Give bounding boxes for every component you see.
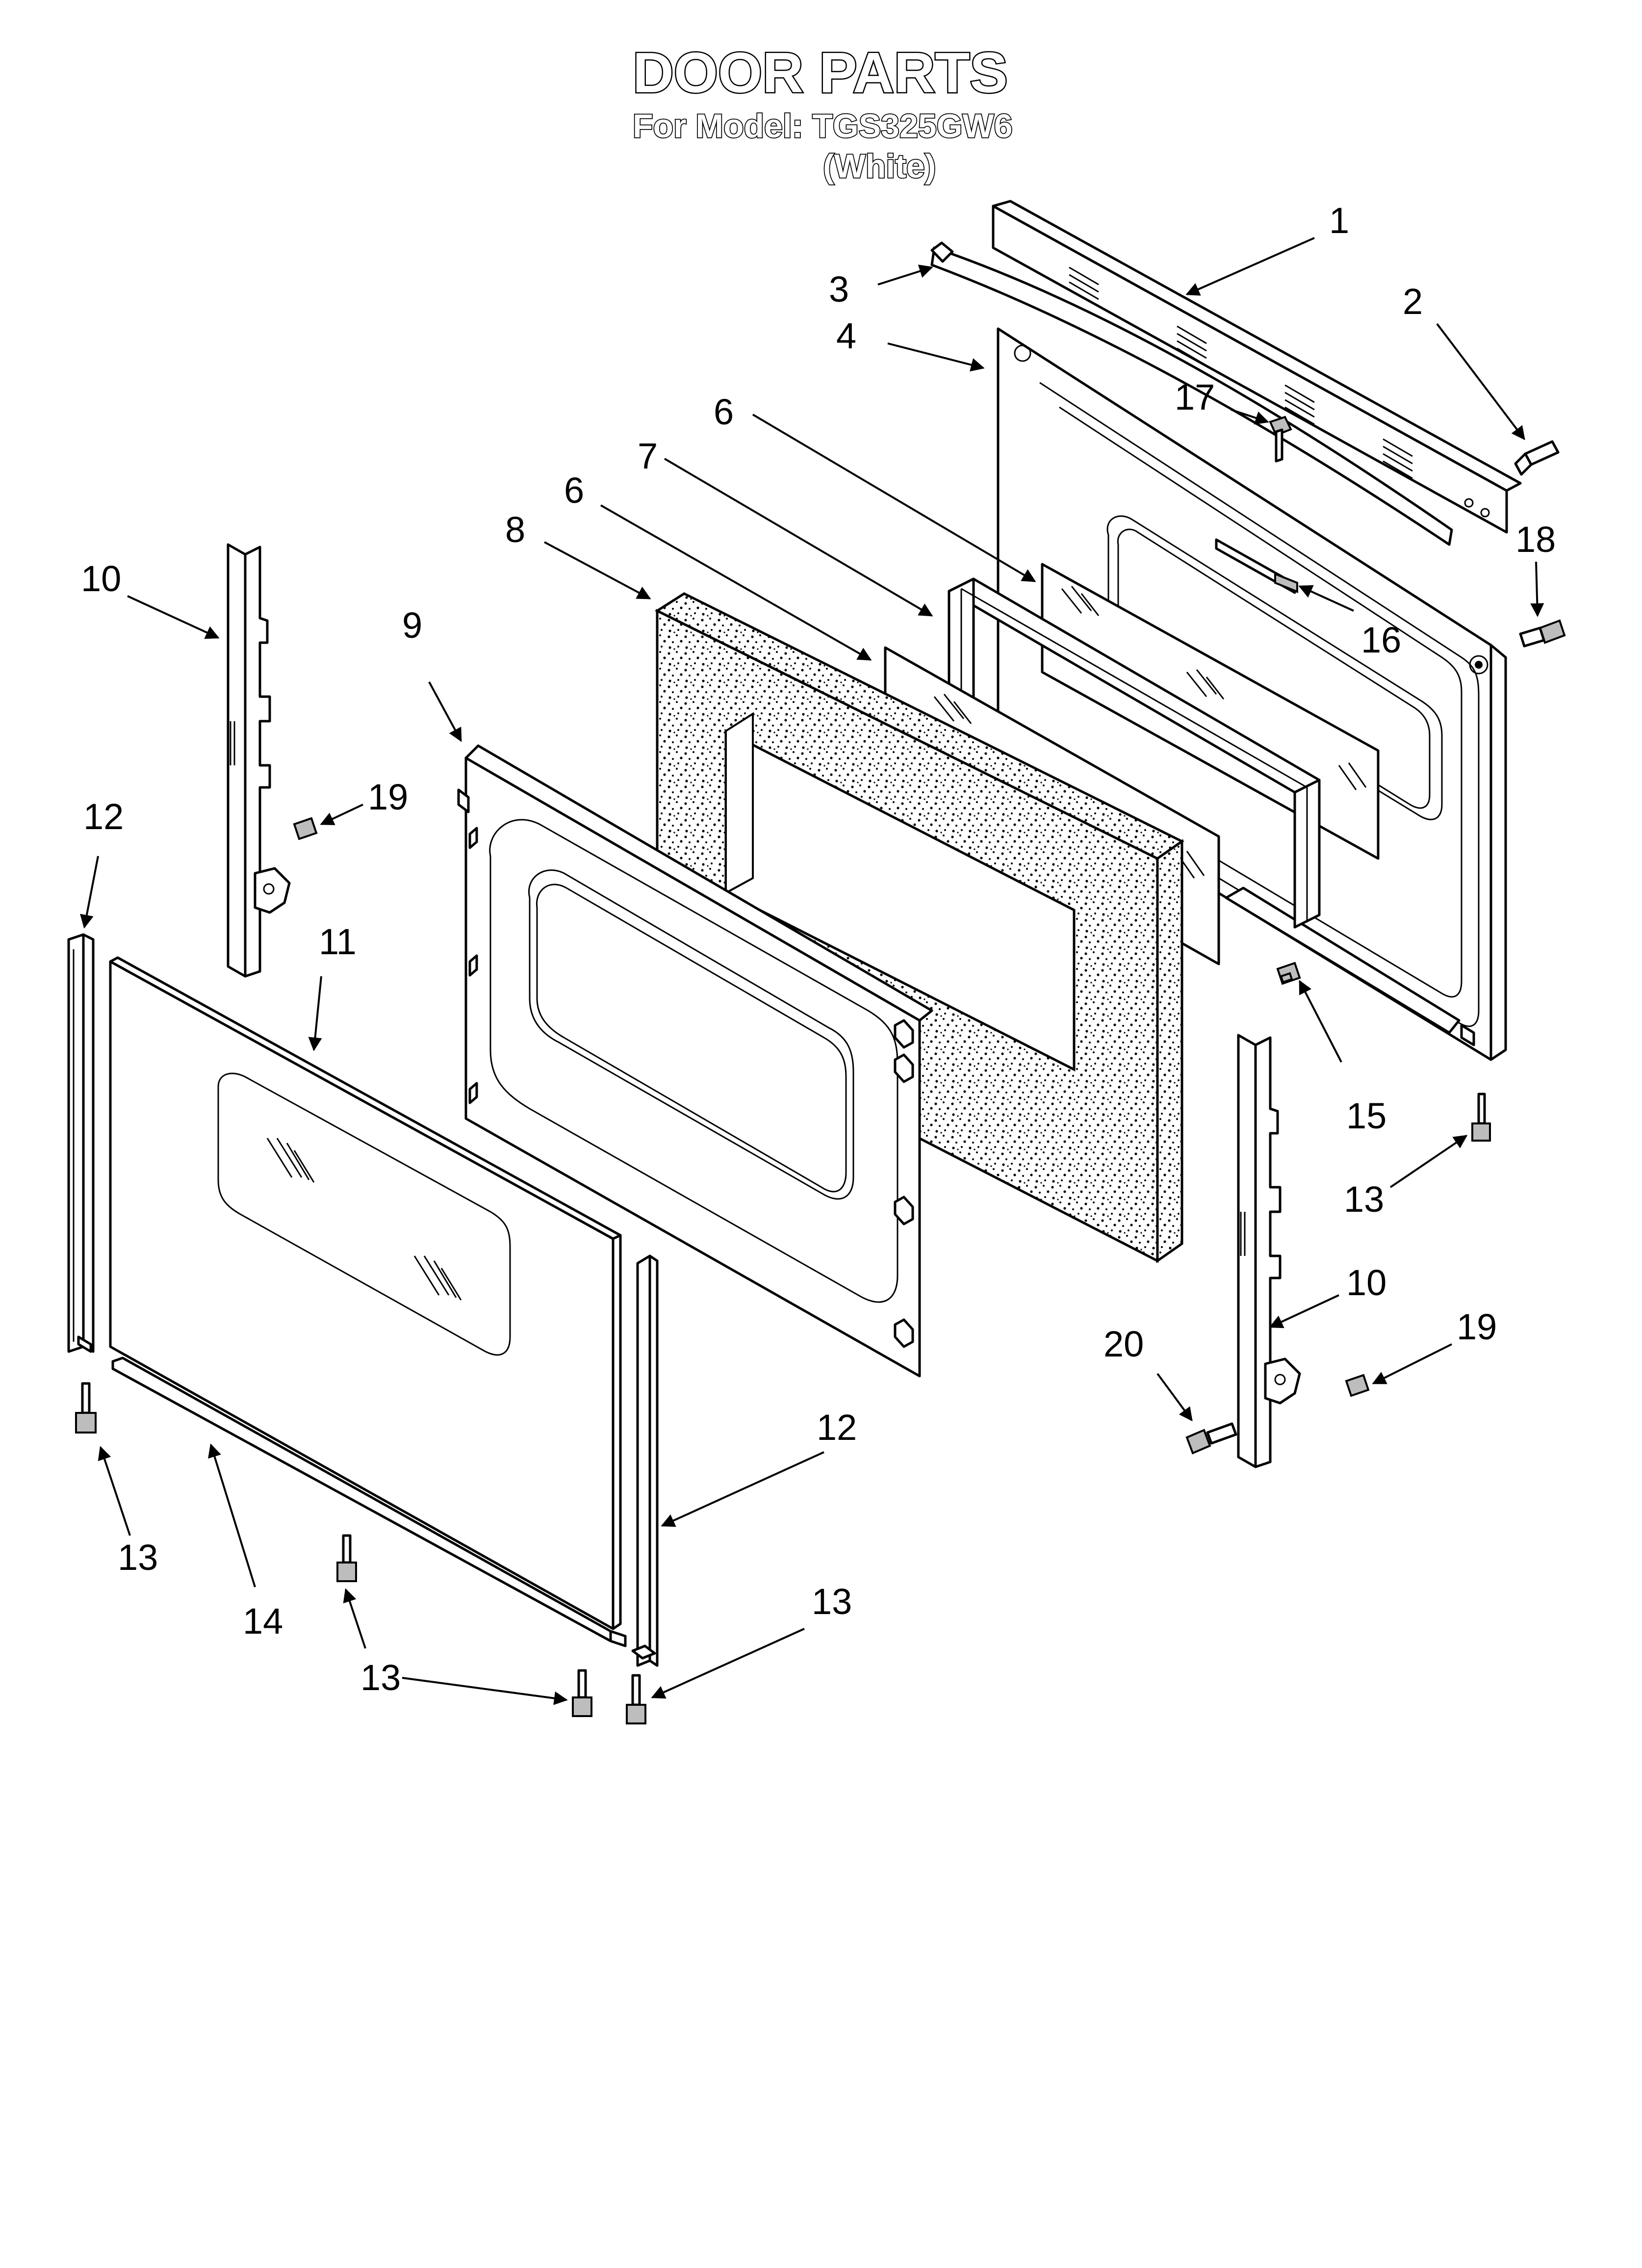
part-19-clip-right xyxy=(1345,1374,1370,1397)
part-9-inner-door-panel xyxy=(457,744,933,1378)
callout-13-bottom-right: 13 xyxy=(812,1581,852,1622)
callout-13-upper-right: 13 xyxy=(1344,1179,1384,1220)
part-2-screw xyxy=(1514,440,1560,476)
part-13-screw-left xyxy=(75,1382,97,1434)
part-19-clip-left xyxy=(293,817,318,840)
callout-18: 18 xyxy=(1515,519,1556,560)
callout-13-center: 13 xyxy=(360,1657,401,1698)
callout-10-right: 10 xyxy=(1346,1262,1386,1303)
callout-6-rear: 6 xyxy=(714,391,734,432)
callout-16: 16 xyxy=(1361,620,1401,660)
part-13-screw-bottom-right xyxy=(626,1674,646,1724)
callout-8: 8 xyxy=(505,509,525,550)
page-title: DOOR PARTS xyxy=(633,41,1008,104)
part-20-screw xyxy=(1185,1422,1237,1455)
part-10-right-hinge-channel xyxy=(1237,1034,1301,1468)
part-13-screw-upper-right xyxy=(1471,1093,1491,1142)
part-14-bottom-trim xyxy=(111,1356,627,1647)
part-3-handle xyxy=(930,241,1453,546)
part-1-top-vent-trim xyxy=(992,200,1522,534)
callout-6-front: 6 xyxy=(564,470,584,511)
part-10-left-hinge-channel xyxy=(227,543,291,978)
callout-2: 2 xyxy=(1403,281,1423,322)
callout-1: 1 xyxy=(1329,200,1349,241)
part-11-outer-door-glass xyxy=(109,956,622,1630)
part-12-left-side-trim xyxy=(67,933,95,1353)
callout-15: 15 xyxy=(1346,1095,1386,1136)
callout-10-left: 10 xyxy=(81,558,121,599)
callout-13-left: 13 xyxy=(118,1537,158,1578)
model-line: For Model: TGS325GW6 xyxy=(633,107,1013,145)
callout-19-right: 19 xyxy=(1457,1306,1497,1347)
part-13-screw-center xyxy=(336,1534,357,1582)
callout-14: 14 xyxy=(243,1601,283,1642)
leader-lines xyxy=(80,237,1544,1705)
callout-12-left: 12 xyxy=(83,796,124,837)
callout-3: 3 xyxy=(829,269,849,310)
part-17-screw xyxy=(1269,416,1292,463)
color-line: (White) xyxy=(823,148,936,185)
part-12-right-side-trim xyxy=(631,1254,659,1667)
callout-4: 4 xyxy=(836,315,856,356)
part-18-screw xyxy=(1519,619,1566,648)
part-8-insulation xyxy=(654,592,1184,1263)
callout-20: 20 xyxy=(1103,1324,1144,1364)
part-16-bracket xyxy=(1274,573,1298,593)
callout-12-right: 12 xyxy=(817,1407,857,1448)
part-7-glass-pack-frame xyxy=(948,577,1321,929)
callout-9: 9 xyxy=(402,605,422,646)
part-13-screw-bottom-center xyxy=(572,1669,592,1717)
callout-7: 7 xyxy=(638,436,658,476)
callout-17: 17 xyxy=(1175,377,1215,417)
callout-11: 11 xyxy=(319,921,357,962)
part-15-clip xyxy=(1276,962,1301,985)
callout-19-left: 19 xyxy=(368,777,408,817)
callout-labels: 1 2 3 4 6 7 6 8 17 18 16 10 9 19 12 11 1… xyxy=(81,200,1556,1698)
